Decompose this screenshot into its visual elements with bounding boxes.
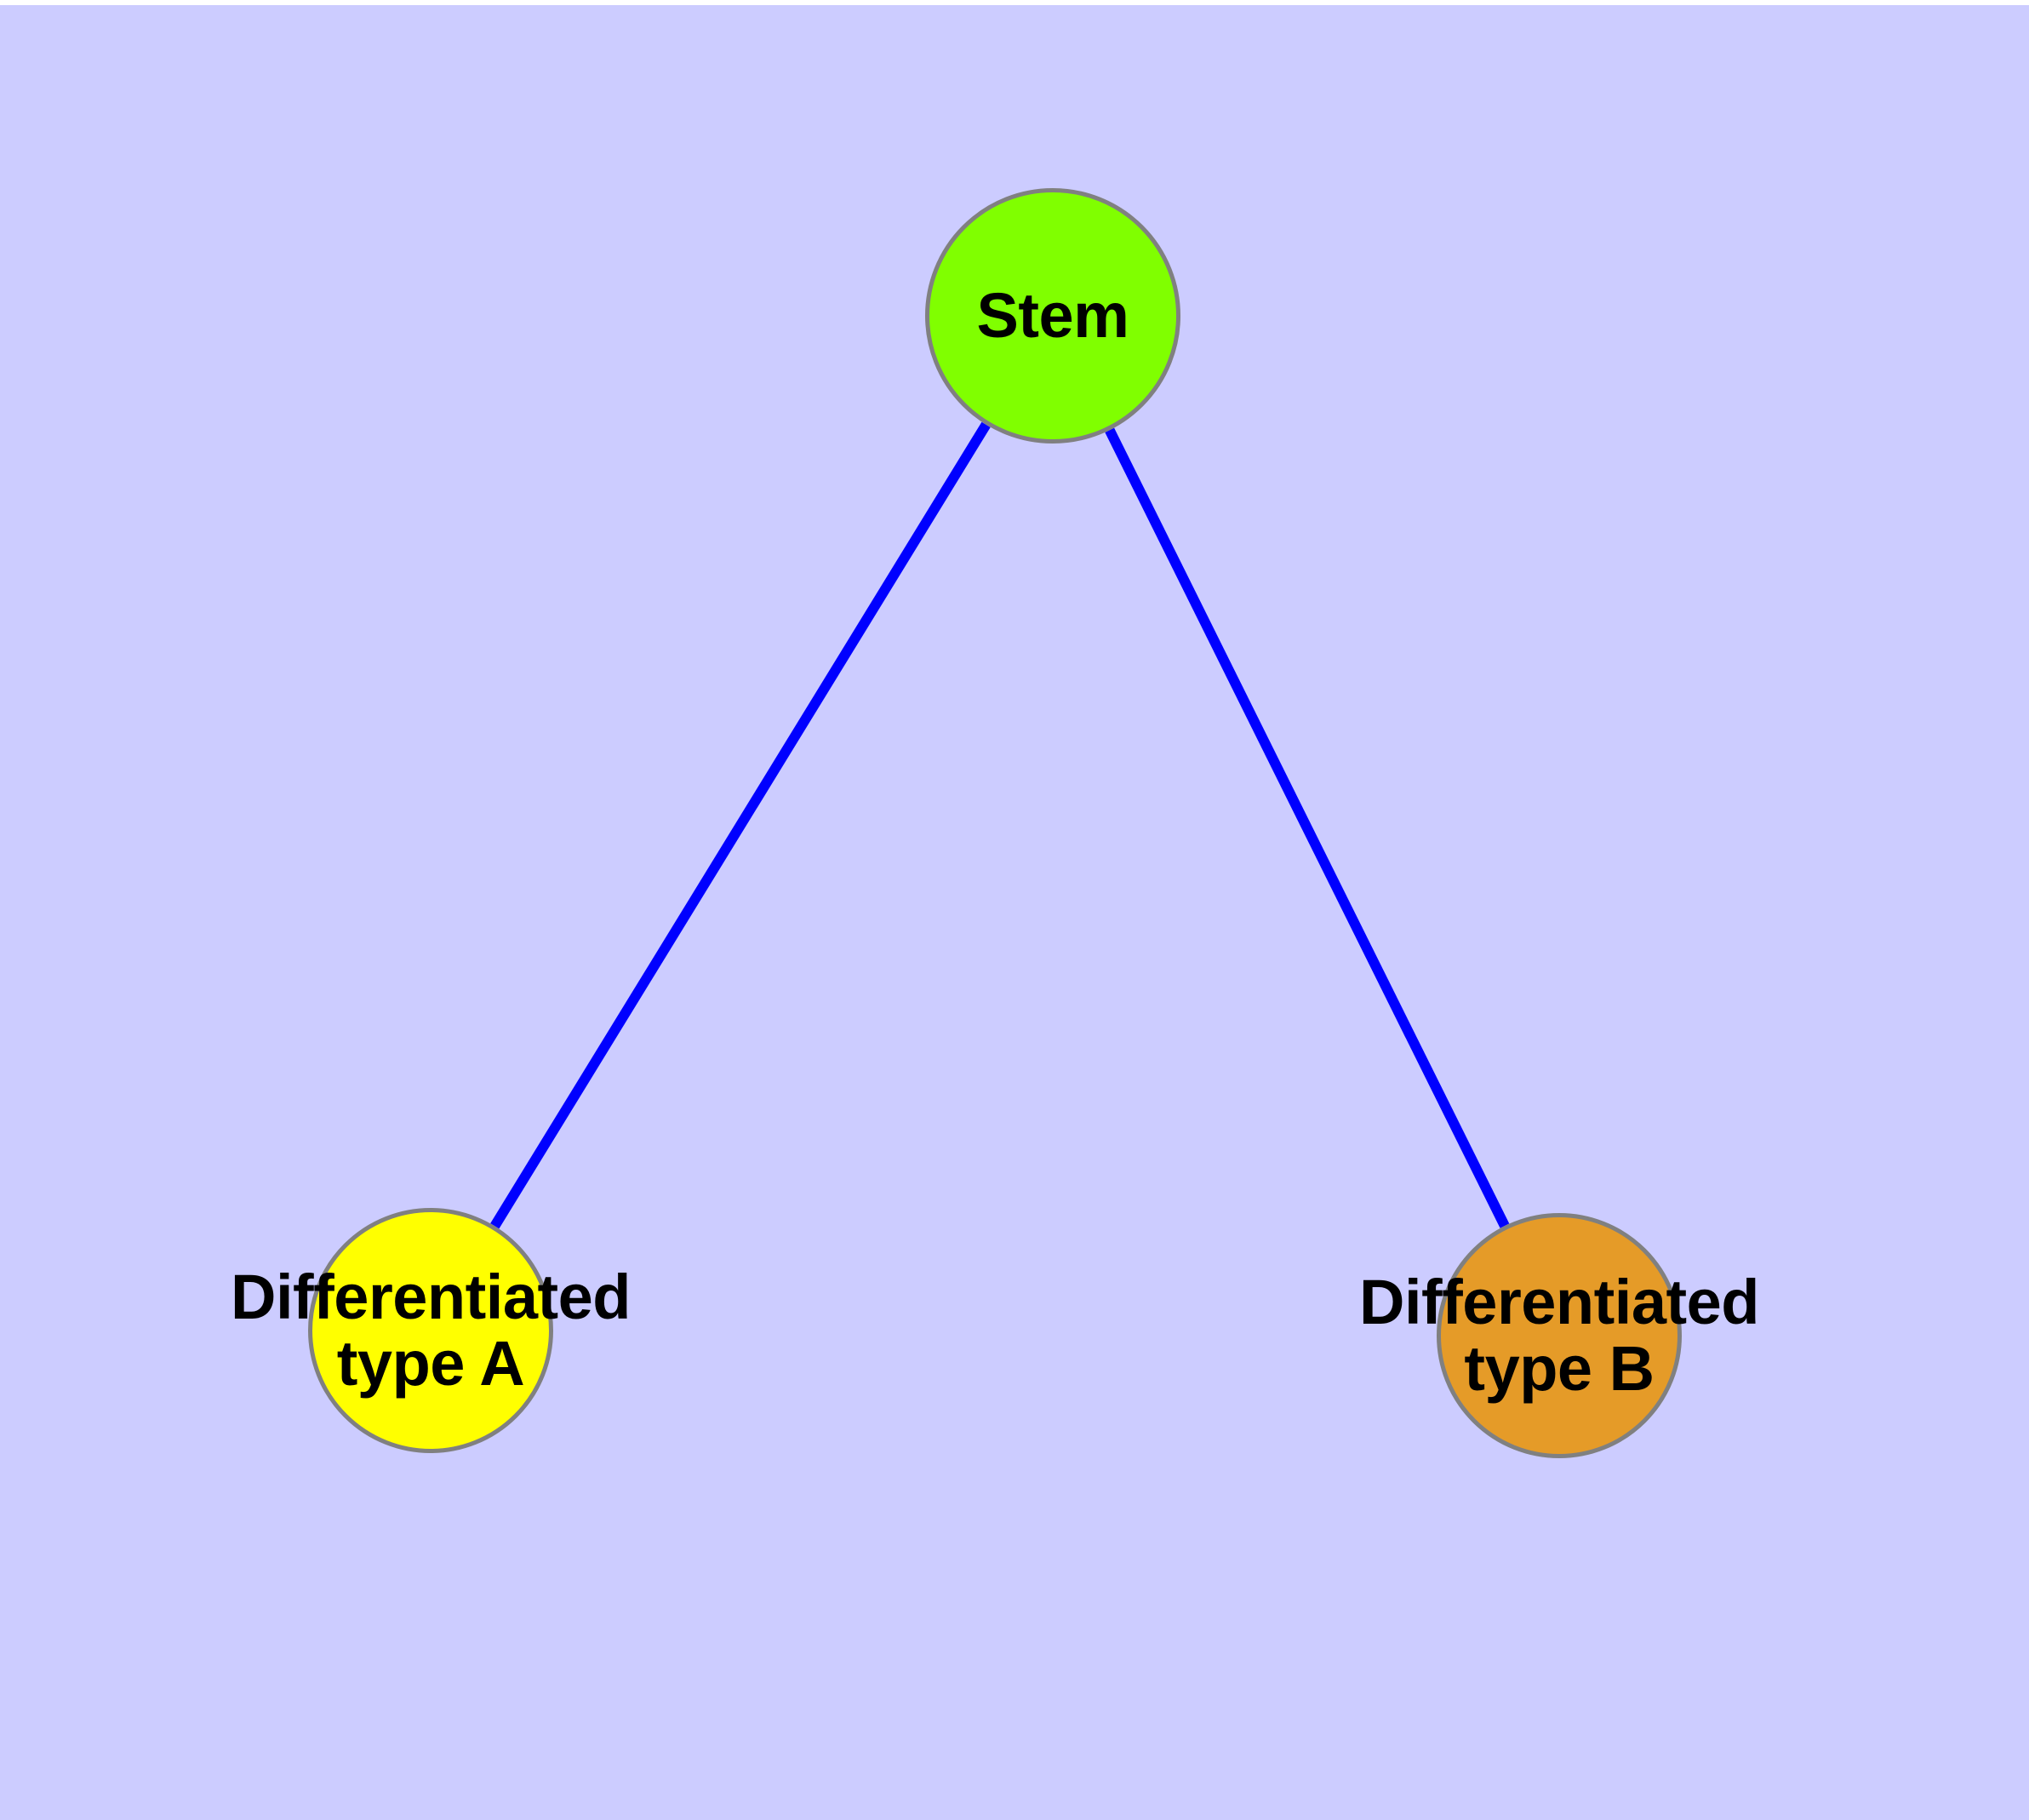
edge-stem-to-diff-a [490, 421, 991, 1229]
graph-plot-area: Stem Differentiated type A Differentiate… [0, 5, 2029, 1820]
node-layer: Stem Differentiated type A Differentiate… [0, 5, 2029, 1820]
graph-node-stem[interactable] [925, 188, 1180, 444]
edge-stem-to-diff-b [1105, 427, 1510, 1228]
graph-node-differentiated-type-b[interactable] [1437, 1213, 1682, 1458]
graph-node-differentiated-type-a[interactable] [308, 1208, 553, 1453]
edge-layer [490, 421, 1510, 1229]
